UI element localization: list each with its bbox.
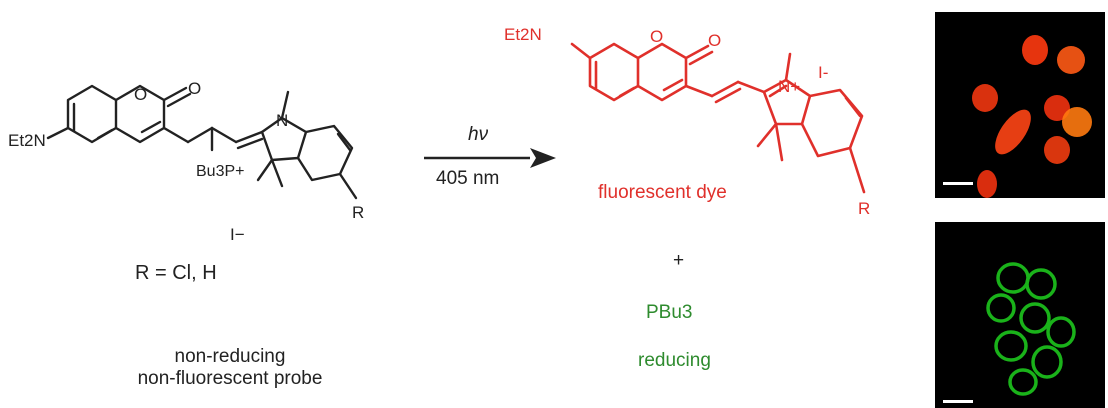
reaction-arrow bbox=[424, 148, 556, 168]
probe-carbonyl-oxygen: O bbox=[188, 79, 201, 98]
dye-carbonyl-oxygen: O bbox=[708, 31, 721, 50]
dye-nitrogen-label: N+ bbox=[778, 77, 800, 96]
probe-caption: non-reducing non-fluorescent probe bbox=[105, 346, 355, 390]
byproduct-label: reducing bbox=[638, 350, 711, 371]
probe-ring-oxygen: O bbox=[134, 85, 147, 104]
substituent-definition: R = Cl, H bbox=[135, 262, 217, 284]
probe-caption-line1: non-reducing bbox=[174, 346, 286, 367]
dye-amine-label: Et2N bbox=[504, 25, 542, 44]
arrow-light-label: hν bbox=[468, 124, 489, 145]
probe-phosphonium-label: Bu3P+ bbox=[196, 163, 244, 180]
dye-counterion: I- bbox=[818, 63, 828, 82]
red-micrograph bbox=[935, 12, 1105, 198]
dye-r-group: R bbox=[858, 199, 870, 218]
dye-ring-oxygen: O bbox=[650, 27, 663, 46]
plus-sign: + bbox=[673, 250, 685, 271]
probe-r-group: R bbox=[352, 203, 364, 222]
probe-structure: Et2N O O N Bu3P+ R I− bbox=[8, 79, 364, 244]
probe-amine-label: Et2N bbox=[8, 131, 46, 150]
red-scale-bar bbox=[943, 182, 973, 185]
green-scale-bar bbox=[943, 400, 973, 403]
probe-nitrogen-label: N bbox=[276, 111, 288, 130]
dye-label: fluorescent dye bbox=[598, 182, 727, 203]
byproduct-formula: PBu3 bbox=[646, 302, 693, 323]
probe-caption-line2: non-fluorescent probe bbox=[137, 368, 323, 389]
red-cells bbox=[972, 35, 1092, 198]
probe-counterion: I− bbox=[230, 225, 245, 244]
green-cells bbox=[986, 262, 1076, 396]
green-micrograph bbox=[935, 222, 1105, 408]
arrow-wavelength-label: 405 nm bbox=[436, 168, 500, 189]
dye-structure: Et2N O O N+ I- R bbox=[504, 25, 870, 218]
